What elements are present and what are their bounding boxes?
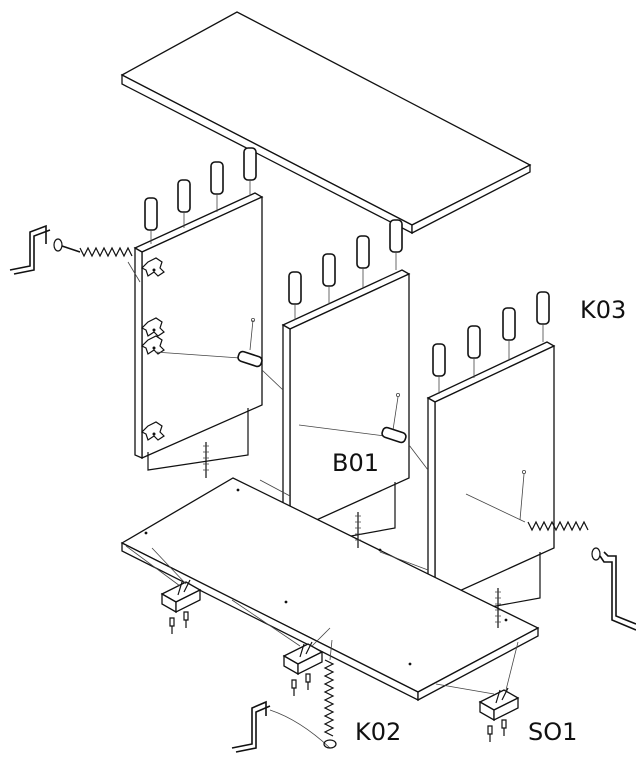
right-side-panel	[426, 341, 556, 617]
connector-bolt-icon	[381, 426, 407, 444]
dowel-icon	[389, 219, 403, 270]
screw-icon	[355, 512, 361, 548]
dowel-icon	[243, 147, 257, 196]
dowel-row-left-panel	[144, 147, 257, 244]
hinge-icon	[140, 335, 165, 355]
part-label-so1: SO1	[528, 718, 577, 746]
leg-bracket-icon	[125, 545, 202, 634]
middle-panel	[281, 269, 411, 547]
screw-icon	[203, 442, 209, 478]
dowel-row-middle-panel	[288, 219, 403, 320]
hinge-icon	[140, 257, 165, 277]
top-panel	[120, 11, 532, 235]
dowel-icon	[288, 271, 302, 320]
bottom-panel	[120, 477, 540, 702]
assembly-guide-lines	[154, 317, 527, 571]
leg-bracket-icon	[231, 599, 331, 696]
dowel-icon	[322, 253, 336, 304]
dowel-icon	[144, 197, 158, 244]
dowel-icon	[536, 291, 550, 342]
dowel-row-right-panel	[432, 291, 550, 394]
dowel-icon	[502, 307, 516, 360]
left-side-panel	[133, 192, 264, 471]
connector-bolt-icon	[237, 350, 263, 368]
leg-bracket-icon	[435, 641, 520, 742]
dowel-icon	[432, 343, 446, 394]
part-label-b01: B01	[332, 449, 379, 477]
dowel-icon	[177, 179, 191, 228]
part-label-k02: K02	[355, 718, 401, 746]
crank-tool-icon	[9, 224, 141, 283]
screw-icon	[495, 588, 501, 628]
hinge-icon	[140, 421, 165, 441]
dowel-icon	[356, 235, 370, 288]
hinge-group	[140, 257, 165, 441]
dowel-icon	[467, 325, 481, 378]
dowel-icon	[210, 161, 224, 212]
hinge-icon	[140, 317, 165, 337]
part-label-k03: K03	[580, 296, 626, 324]
crank-tool-icon	[527, 520, 636, 631]
crank-tool-icon	[231, 639, 337, 753]
